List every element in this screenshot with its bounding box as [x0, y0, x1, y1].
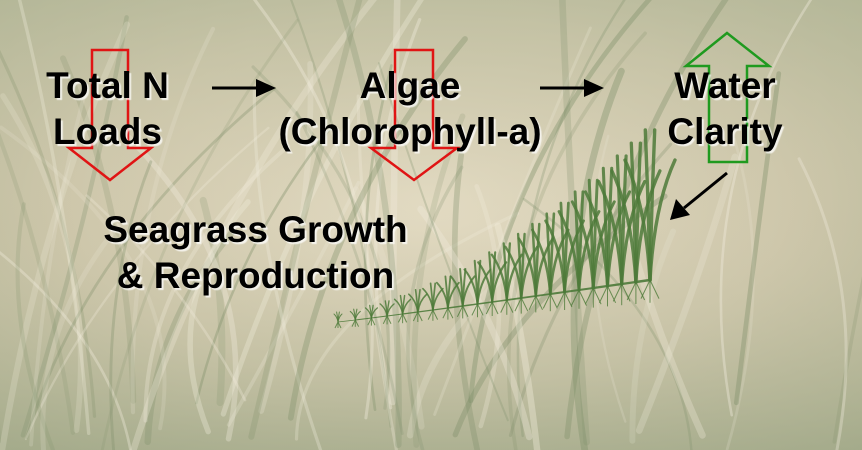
- up-arrow-outline-icon: [682, 31, 773, 164]
- node-seagrass-line1: Seagrass Growth: [103, 209, 408, 250]
- node-water-line2: Clarity: [667, 111, 783, 152]
- seagrass-shoot: [623, 128, 677, 303]
- node-seagrass-growth: Seagrass Growth & Reproduction: [78, 207, 433, 299]
- seagrass-shoot: [462, 259, 492, 318]
- seagrass-shoot: [371, 300, 395, 325]
- right-arrow-icon: [540, 79, 604, 97]
- node-water-clarity: Water Clarity: [655, 63, 795, 155]
- right-arrow-icon: [212, 79, 276, 97]
- seagrass-shoot: [355, 304, 379, 326]
- node-total-n-loads: Total N Loads: [20, 63, 195, 155]
- seagrass-shoot: [402, 289, 428, 322]
- seagrass-shoot: [333, 311, 343, 329]
- node-algae: Algae (Chlorophyll-a): [255, 63, 565, 155]
- seagrass-shoot: [432, 275, 460, 320]
- diagonal-arrow-icon: [670, 171, 728, 220]
- seagrass-shoot: [517, 222, 555, 313]
- node-algae-line2: (Chlorophyll-a): [278, 111, 542, 152]
- node-seagrass-line2: & Reproduction: [116, 255, 395, 296]
- node-water-line1: Water: [674, 65, 776, 106]
- seagrass-shoot: [387, 294, 412, 324]
- down-arrow-outline-icon: [367, 48, 461, 182]
- seagrass-shoot: [447, 267, 476, 319]
- seagrass-shoots-illustration: [333, 128, 677, 329]
- seagrass-shoot: [583, 166, 632, 307]
- down-arrow-outline-icon: [65, 48, 155, 182]
- seagrass-shoot: [337, 308, 361, 327]
- node-total-n-line1: Total N: [46, 65, 169, 106]
- node-total-n-line2: Loads: [53, 111, 162, 152]
- node-algae-line1: Algae: [359, 65, 461, 106]
